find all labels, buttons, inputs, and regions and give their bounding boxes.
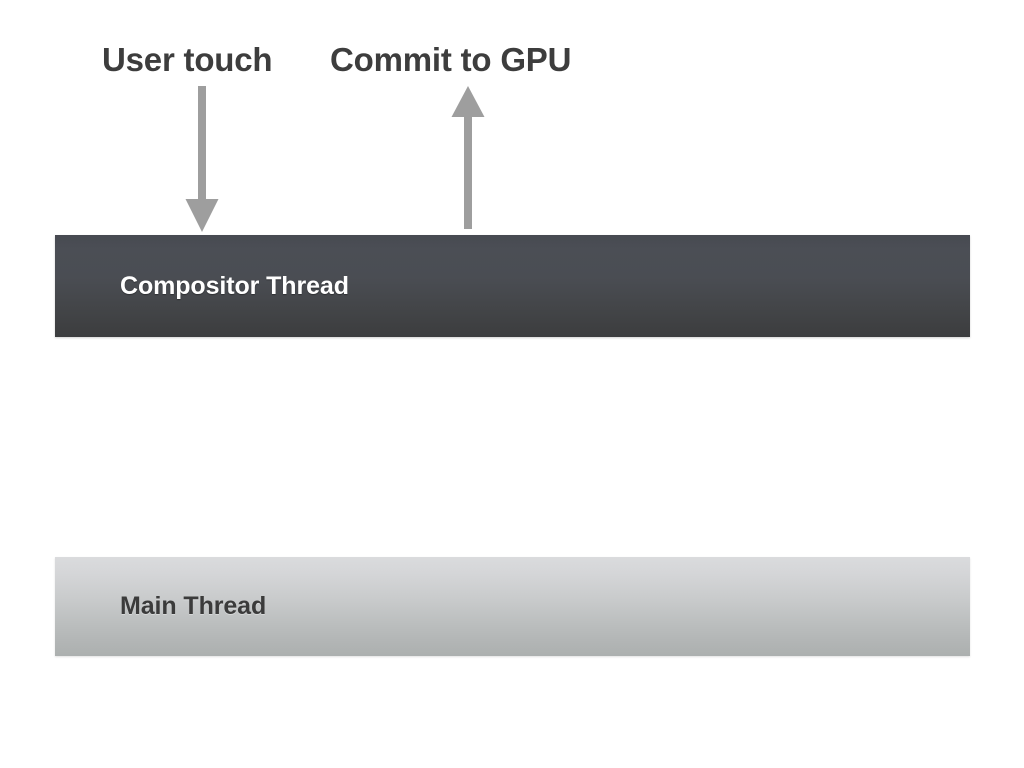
- lane-main-thread: Main Thread: [55, 557, 970, 656]
- annotation-label-commit-to-gpu: Commit to GPU: [330, 41, 572, 78]
- annotation-label-user-touch: User touch: [102, 41, 273, 78]
- lane-label-compositor-thread: Compositor Thread: [120, 271, 349, 300]
- arrow-up-icon: [451, 86, 485, 229]
- lane-compositor-thread: Compositor Thread: [55, 235, 970, 337]
- lane-label-main-thread: Main Thread: [120, 592, 267, 620]
- arrow-down-icon: [185, 86, 219, 232]
